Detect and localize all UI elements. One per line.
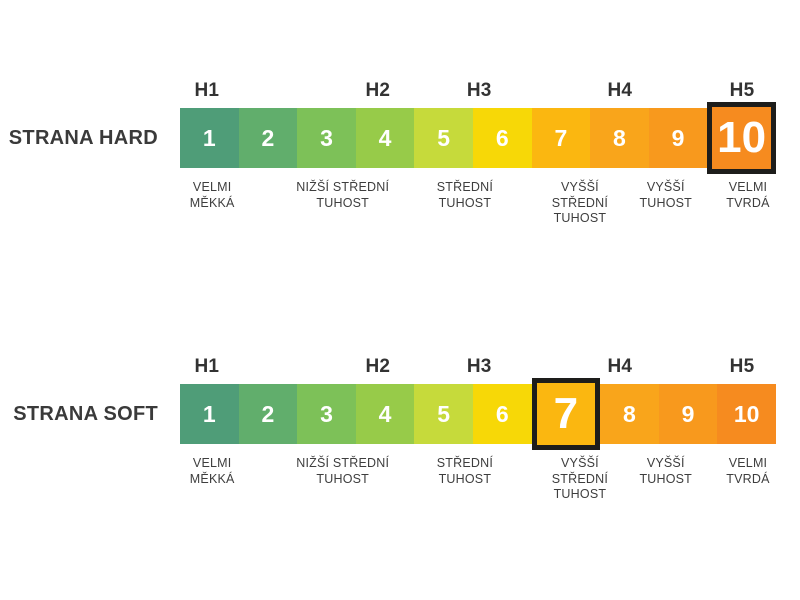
scale-cell-2: 2 <box>238 384 298 444</box>
scale-cell-5: 5 <box>414 384 473 444</box>
group-label-h5: H5 <box>729 356 755 377</box>
scale-cell-6: 6 <box>472 108 532 168</box>
scale-side-label-hard: STRANA HARD <box>8 127 158 149</box>
group-label-h4: H4 <box>607 80 633 101</box>
scale-cell-4: 4 <box>355 384 415 444</box>
group-label-h2: H2 <box>365 356 391 377</box>
scale-cell-8: 8 <box>590 108 649 168</box>
firmness-description: VYŠŠÍ TUHOST <box>639 456 693 486</box>
scale-side-label-soft: STRANA SOFT <box>13 403 158 425</box>
scale-cell-5: 5 <box>414 108 473 168</box>
scale-cell-1: 1 <box>180 108 239 168</box>
scale-cell-1: 1 <box>180 384 239 444</box>
group-label-h2: H2 <box>365 80 391 101</box>
firmness-description: VELMI TVRDÁ <box>726 180 770 210</box>
group-label-h3: H3 <box>466 356 492 377</box>
hardness-class-labels: H1 H2 H3 H4 H5 <box>180 80 776 102</box>
scale-cell-4: 4 <box>355 108 415 168</box>
firmness-description: NIŽŠÍ STŘEDNÍ TUHOST <box>296 180 390 210</box>
firmness-description: VYŠŠÍ TUHOST <box>639 180 693 210</box>
hardness-class-labels: H1 H2 H3 H4 H5 <box>180 356 776 378</box>
group-label-h1: H1 <box>194 356 220 377</box>
scale-cell-2: 2 <box>238 108 298 168</box>
firmness-description: VYŠŠÍ STŘEDNÍ TUHOST <box>551 456 609 502</box>
scale-cell-8: 8 <box>600 384 659 444</box>
scale-cell-3: 3 <box>297 384 356 444</box>
scale-cell-7-highlighted: 7 <box>531 378 601 450</box>
group-label-h4: H4 <box>607 356 633 377</box>
firmness-description: VYŠŠÍ STŘEDNÍ TUHOST <box>551 180 609 226</box>
scale-cell-10: 10 <box>717 384 776 444</box>
group-label-h5: H5 <box>729 80 755 101</box>
group-label-h3: H3 <box>466 80 492 101</box>
firmness-description: STŘEDNÍ TUHOST <box>436 180 494 210</box>
scale-cell-9: 9 <box>648 108 708 168</box>
firmness-description: VELMI MĚKKÁ <box>189 456 235 486</box>
scale-cell-6: 6 <box>472 384 532 444</box>
scale-cell-3: 3 <box>297 108 356 168</box>
firmness-descriptions: VELMI MĚKKÁ NIŽŠÍ STŘEDNÍ TUHOST STŘEDNÍ T… <box>180 180 776 244</box>
firmness-description: VELMI MĚKKÁ <box>189 180 235 210</box>
firmness-description: NIŽŠÍ STŘEDNÍ TUHOST <box>296 456 390 486</box>
group-label-h1: H1 <box>194 80 220 101</box>
scale-cell-10-highlighted: 10 <box>707 102 776 174</box>
scale-cell-7: 7 <box>531 108 591 168</box>
scale-cell-9: 9 <box>658 384 718 444</box>
firmness-description: STŘEDNÍ TUHOST <box>436 456 494 486</box>
firmness-description: VELMI TVRDÁ <box>726 456 770 486</box>
firmness-descriptions: VELMI MĚKKÁ NIŽŠÍ STŘEDNÍ TUHOST STŘEDNÍ T… <box>180 456 776 520</box>
